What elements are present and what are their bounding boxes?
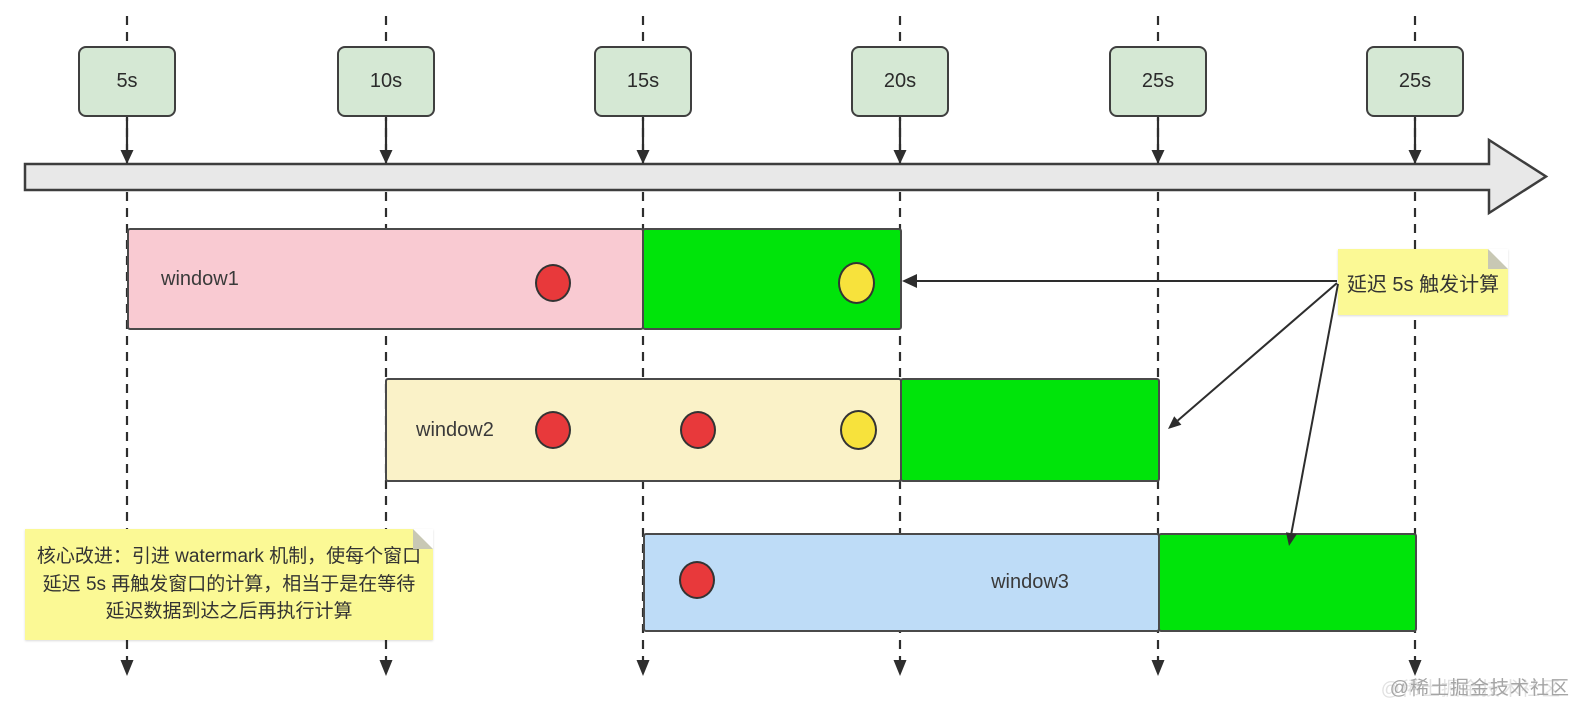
note-fold-corner-icon (1488, 249, 1508, 269)
window2-delay-zone (900, 378, 1160, 482)
on-time-event-dot (535, 411, 571, 449)
delay-trigger-note: 延迟 5s 触发计算 (1338, 249, 1508, 315)
core-improvement-note-text: 核心改进：引进 watermark 机制，使每个窗口延迟 5s 再触发窗口的计算… (36, 546, 422, 623)
time-marker-25s: 25s (1109, 46, 1207, 117)
marker-drop-arrow-15s (636, 118, 650, 164)
time-marker-label: 25s (1398, 70, 1432, 92)
time-marker-label: 5s (116, 70, 138, 92)
late-event-dot (838, 262, 875, 304)
window3-body (643, 533, 1160, 632)
core-improvement-note: 核心改进：引进 watermark 机制，使每个窗口延迟 5s 再触发窗口的计算… (25, 529, 433, 640)
time-marker-20s: 20s (851, 46, 949, 117)
timeline-arrow (23, 137, 1549, 216)
note-fold-corner-icon (413, 529, 433, 549)
marker-drop-arrow-25s-late (1408, 118, 1422, 164)
marker-drop-arrow-5s (120, 118, 134, 164)
time-marker-5s: 5s (78, 46, 176, 117)
window2-body (385, 378, 902, 482)
delay-trigger-note-text: 延迟 5s 触发计算 (1346, 273, 1500, 296)
window1-label: window1 (161, 267, 239, 290)
window1-body (127, 228, 644, 330)
time-marker-label: 25s (1141, 70, 1175, 92)
time-marker-label: 15s (626, 70, 660, 92)
delay-arrow-to-window2 (1168, 282, 1338, 429)
marker-drop-arrow-20s (893, 118, 907, 164)
time-marker-label: 10s (369, 70, 403, 92)
time-marker-15s: 15s (594, 46, 692, 117)
delay-arrow-to-window3 (1286, 283, 1339, 546)
time-marker-25s-late: 25s (1366, 46, 1464, 117)
time-marker-label: 20s (883, 70, 917, 92)
on-time-event-dot (679, 561, 715, 599)
marker-drop-arrow-10s (379, 118, 393, 164)
on-time-event-dot (535, 264, 571, 302)
window2-label: window2 (416, 418, 494, 441)
on-time-event-dot (680, 411, 716, 449)
site-watermark: @稀土掘金技术社区 (1389, 678, 1570, 699)
delay-arrow-to-window1 (902, 274, 1337, 288)
window3-label: window3 (991, 571, 1069, 593)
late-event-dot (840, 410, 877, 450)
marker-drop-arrow-25s (1151, 118, 1165, 164)
time-marker-10s: 10s (337, 46, 435, 117)
